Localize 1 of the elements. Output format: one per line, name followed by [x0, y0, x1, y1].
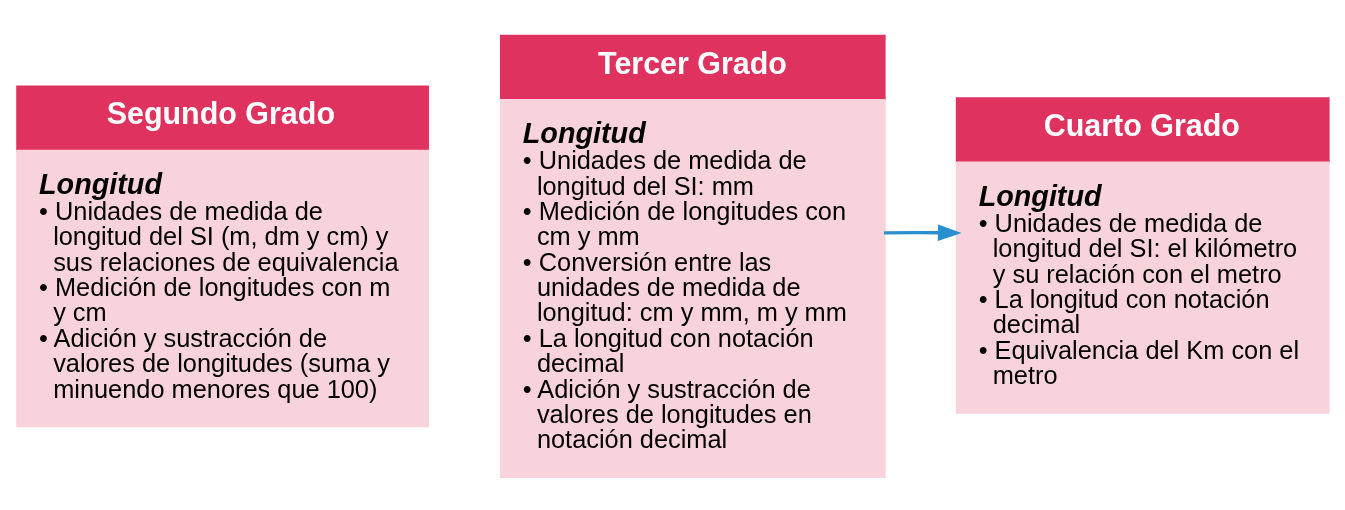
- arrow: [884, 223, 962, 241]
